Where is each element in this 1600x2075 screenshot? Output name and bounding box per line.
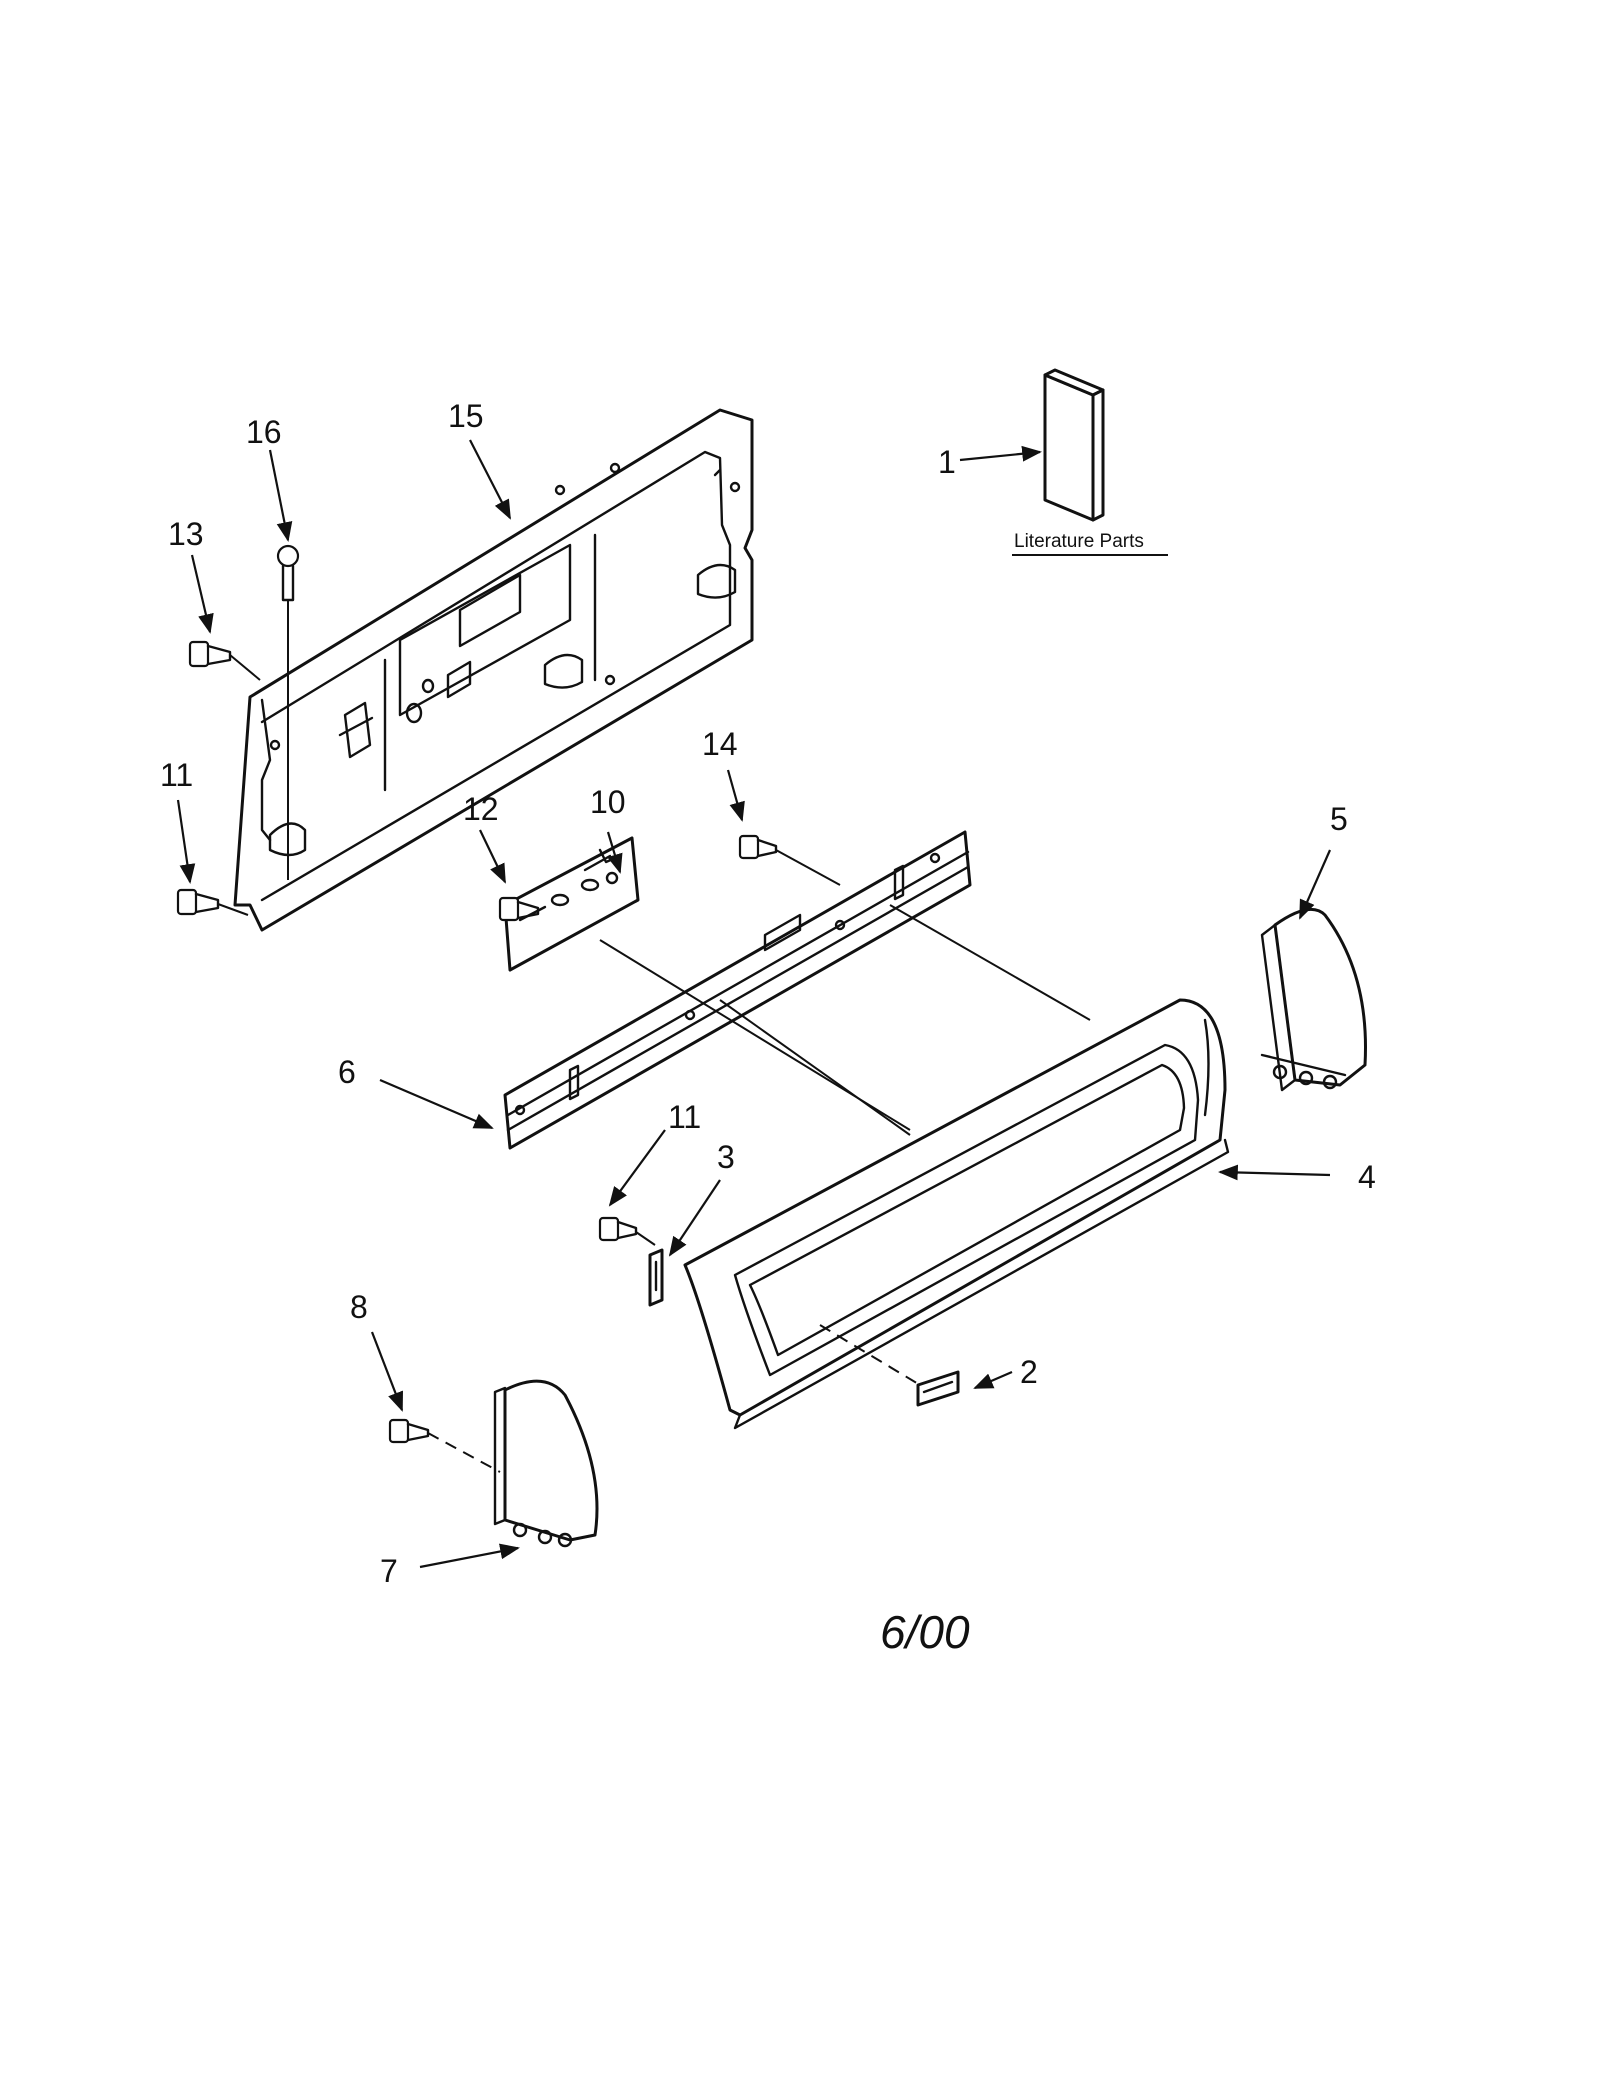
screw-part-13: [188, 640, 261, 681]
control-rail-part-6: [503, 830, 972, 1150]
callout-7: 7: [380, 1553, 398, 1589]
callout-14: 14: [702, 726, 738, 762]
callout-16: 16: [246, 414, 282, 450]
screw-part-14: [738, 834, 841, 886]
callout-5: 5: [1330, 801, 1348, 837]
callout-8: 8: [350, 1289, 368, 1325]
callout-13: 13: [168, 516, 204, 552]
date-mark: 6/00: [880, 1606, 970, 1658]
console-part-4: [683, 998, 1230, 1430]
literature-parts-label: Literature Parts: [1014, 531, 1144, 552]
callout-15: 15: [448, 398, 484, 434]
end-cap-part-7: [493, 1379, 599, 1548]
screw-part-11-lower: [598, 1216, 656, 1246]
callout-12: 12: [463, 791, 499, 827]
callout-arrows: [176, 439, 1332, 1569]
literature-part-1: [1043, 368, 1105, 522]
callout-6: 6: [338, 1054, 356, 1090]
callout-4: 4: [1358, 1159, 1376, 1195]
badge-part-2: [819, 1324, 960, 1407]
callout-3: 3: [717, 1139, 735, 1175]
callout-1: 1: [938, 444, 956, 480]
assembly-line: [719, 999, 911, 1136]
callout-2: 2: [1020, 1354, 1038, 1390]
callout-11-lower: 11: [668, 1099, 701, 1135]
screw-part-8: [388, 1418, 501, 1473]
screw-part-11-upper: [176, 888, 249, 916]
screw-part-12: [498, 896, 540, 922]
bracket-part-10: [503, 836, 640, 972]
callout-10: 10: [590, 784, 626, 820]
screw-part-16: [276, 544, 300, 880]
back-panel-part-15: [233, 408, 754, 932]
callout-11-upper: 11: [160, 757, 193, 793]
assembly-line: [889, 904, 1091, 1021]
clip-part-3: [648, 1248, 664, 1307]
end-cap-part-5: [1260, 907, 1367, 1092]
